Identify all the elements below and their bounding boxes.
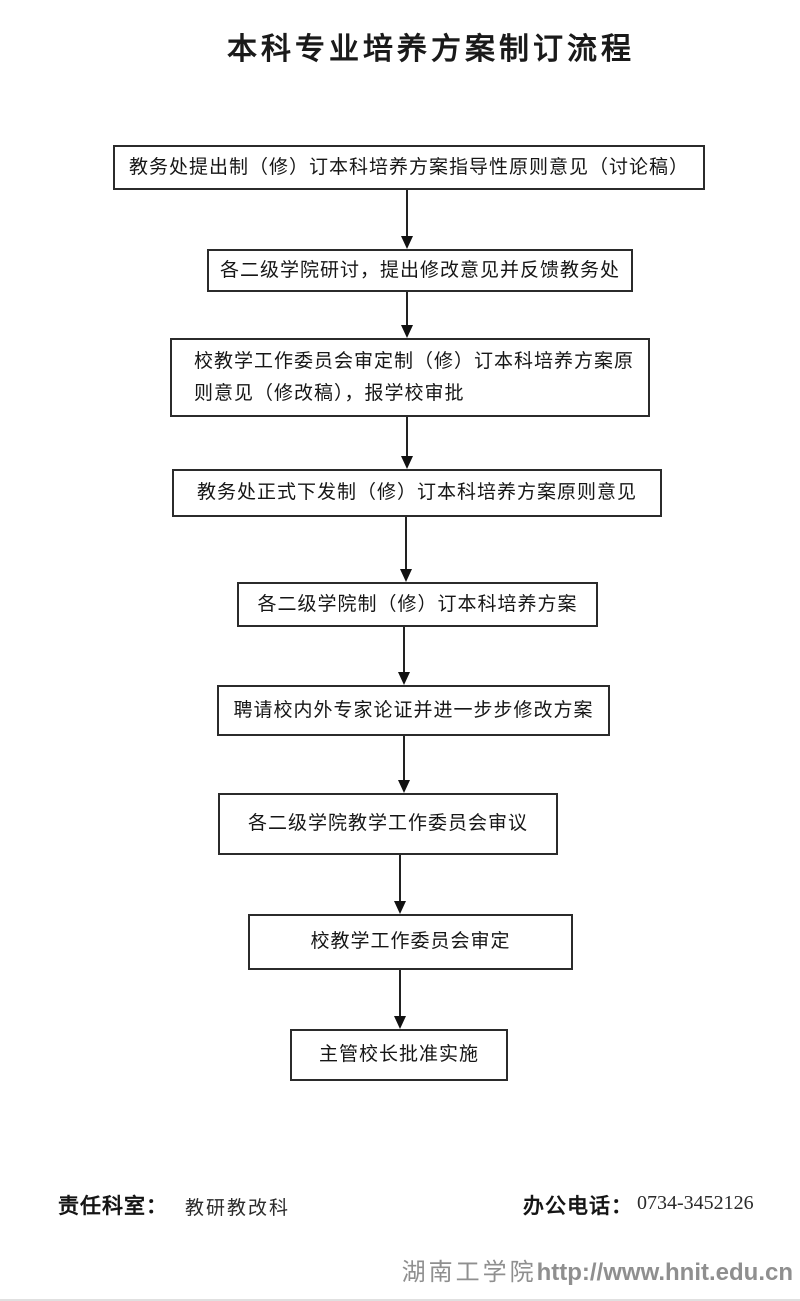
flow-arrow-down [398, 627, 410, 685]
flow-step-8: 校教学工作委员会审定 [248, 914, 573, 970]
flow-step-5: 各二级学院制（修）订本科培养方案 [237, 582, 598, 627]
site-url: http://www.hnit.edu.cn [536, 1259, 793, 1286]
arrow-line [399, 855, 401, 901]
flow-arrow-down [398, 736, 410, 793]
flow-step-2: 各二级学院研讨，提出修改意见并反馈教务处 [207, 249, 633, 292]
site-watermark: 湖南工学院http://www.hnit.edu.cn [402, 1252, 793, 1287]
office-phone-value: 0734-3452126 [637, 1192, 754, 1214]
arrow-line [403, 627, 405, 672]
flow-arrow-down [401, 417, 413, 469]
arrow-head-icon [394, 901, 406, 914]
responsible-office-value: 教研教改科 [185, 1198, 291, 1219]
flow-arrow-down [400, 517, 412, 582]
footer-contact-row: 责任科室： 教研教改科 办公电话： 0734-3452126 [0, 1188, 800, 1228]
flow-arrow-down [394, 970, 406, 1029]
arrow-line [399, 970, 401, 1016]
arrow-head-icon [401, 456, 413, 469]
page-title: 本科专业培养方案制订流程 [227, 33, 635, 66]
flow-arrow-down [394, 855, 406, 914]
flow-step-9: 主管校长批准实施 [290, 1029, 508, 1081]
flow-step-4: 教务处正式下发制（修）订本科培养方案原则意见 [172, 469, 662, 517]
flow-step-3: 校教学工作委员会审定制（修）订本科培养方案原 则意见（修改稿），报学校审批 [170, 338, 650, 417]
flow-step-7: 各二级学院教学工作委员会审议 [218, 793, 558, 855]
arrow-line [406, 417, 408, 456]
arrow-line [406, 292, 408, 325]
flow-step-1: 教务处提出制（修）订本科培养方案指导性原则意见（讨论稿） [113, 145, 705, 190]
arrow-head-icon [398, 780, 410, 793]
office-phone-label: 办公电话： [523, 1195, 633, 1218]
flow-arrow-down [401, 292, 413, 338]
arrow-line [403, 736, 405, 780]
responsible-office-label: 责任科室： [58, 1195, 168, 1218]
arrow-line [405, 517, 407, 569]
arrow-head-icon [400, 569, 412, 582]
arrow-line [406, 190, 408, 236]
flow-arrow-down [401, 190, 413, 249]
site-name: 湖南工学院 [401, 1259, 537, 1286]
arrow-head-icon [401, 325, 413, 338]
arrow-head-icon [398, 672, 410, 685]
arrow-head-icon [394, 1016, 406, 1029]
flow-step-6: 聘请校内外专家论证并进一步步修改方案 [217, 685, 610, 736]
arrow-head-icon [401, 236, 413, 249]
